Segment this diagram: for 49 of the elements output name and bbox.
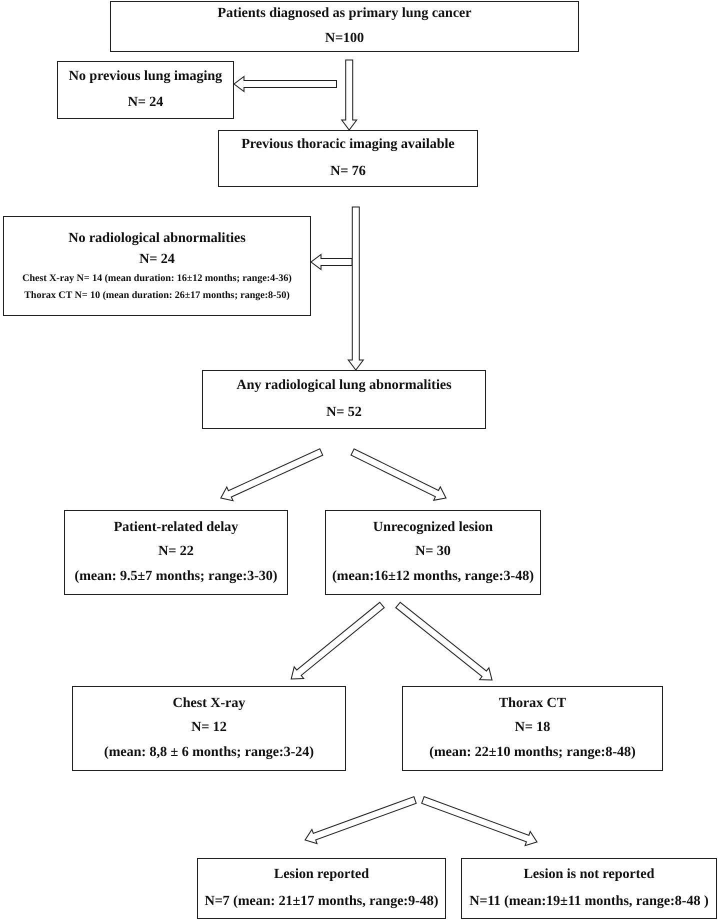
block-arrow bbox=[220, 448, 324, 502]
block-arrow bbox=[290, 602, 385, 680]
box-text: N= 24 bbox=[139, 252, 175, 268]
box-heading: Previous thoracic imaging available bbox=[241, 137, 455, 154]
box-heading: No previous lung imaging bbox=[68, 68, 222, 85]
box-text: N= 12 bbox=[191, 720, 227, 737]
box-heading: Patients diagnosed as primary lung cancer bbox=[218, 6, 472, 22]
block-arrow bbox=[340, 60, 358, 131]
box-text: (mean: 9.5±7 months; range:3-30) bbox=[74, 568, 278, 585]
box-text: (mean: 8,8 ± 6 months; range:3-24) bbox=[104, 744, 314, 761]
process-box bbox=[110, 1, 579, 52]
box-heading: Thorax CT bbox=[498, 696, 566, 712]
block-arrow bbox=[347, 206, 364, 371]
process-box bbox=[64, 510, 288, 595]
process-box bbox=[218, 130, 478, 187]
box-text: N=7 (mean: 21±17 months, range:9-48) bbox=[204, 894, 438, 910]
box-text: N= 52 bbox=[326, 404, 362, 421]
block-arrow bbox=[421, 796, 538, 846]
box-text: (mean: 22±10 months; range:8-48) bbox=[429, 744, 636, 761]
box-heading: Lesion reported bbox=[274, 867, 369, 884]
process-box bbox=[325, 510, 541, 595]
box-text: N= 24 bbox=[128, 95, 164, 112]
block-arrow bbox=[395, 602, 493, 681]
box-text: N= 22 bbox=[158, 544, 194, 561]
box-heading: Lesion is not reported bbox=[524, 867, 654, 884]
process-box bbox=[402, 686, 663, 771]
box-text: Thorax CT N= 10 (mean duration: 26±17 months; range:8-50) bbox=[24, 290, 290, 302]
box-text: N=11 (mean:19±11 months, range:8-48 ) bbox=[469, 894, 709, 910]
block-arrow bbox=[350, 448, 447, 501]
box-text: Chest X-ray N= 14 (mean duration: 16±12 months; range:4-36) bbox=[22, 273, 292, 285]
box-heading: Patient-related delay bbox=[114, 520, 238, 536]
box-heading: Chest X-ray bbox=[172, 696, 246, 712]
process-box bbox=[202, 370, 486, 429]
box-heading: No radiological abnormalities bbox=[68, 230, 246, 247]
block-arrow bbox=[233, 76, 337, 92]
box-heading: Unrecognized lesion bbox=[373, 520, 493, 536]
block-arrow bbox=[310, 254, 352, 270]
process-box bbox=[197, 858, 446, 919]
box-text: (mean:16±12 months, range:3-48) bbox=[332, 568, 534, 585]
process-box bbox=[72, 686, 346, 771]
process-box bbox=[461, 858, 717, 919]
box-text: N= 18 bbox=[514, 720, 550, 737]
box-text: N= 76 bbox=[330, 164, 366, 180]
box-heading: Any radiological lung abnormalities bbox=[236, 378, 452, 394]
block-arrow bbox=[304, 796, 417, 844]
process-box bbox=[57, 61, 234, 119]
box-text: N= 30 bbox=[415, 544, 451, 561]
box-text: N=100 bbox=[324, 30, 364, 47]
process-box bbox=[3, 216, 311, 316]
